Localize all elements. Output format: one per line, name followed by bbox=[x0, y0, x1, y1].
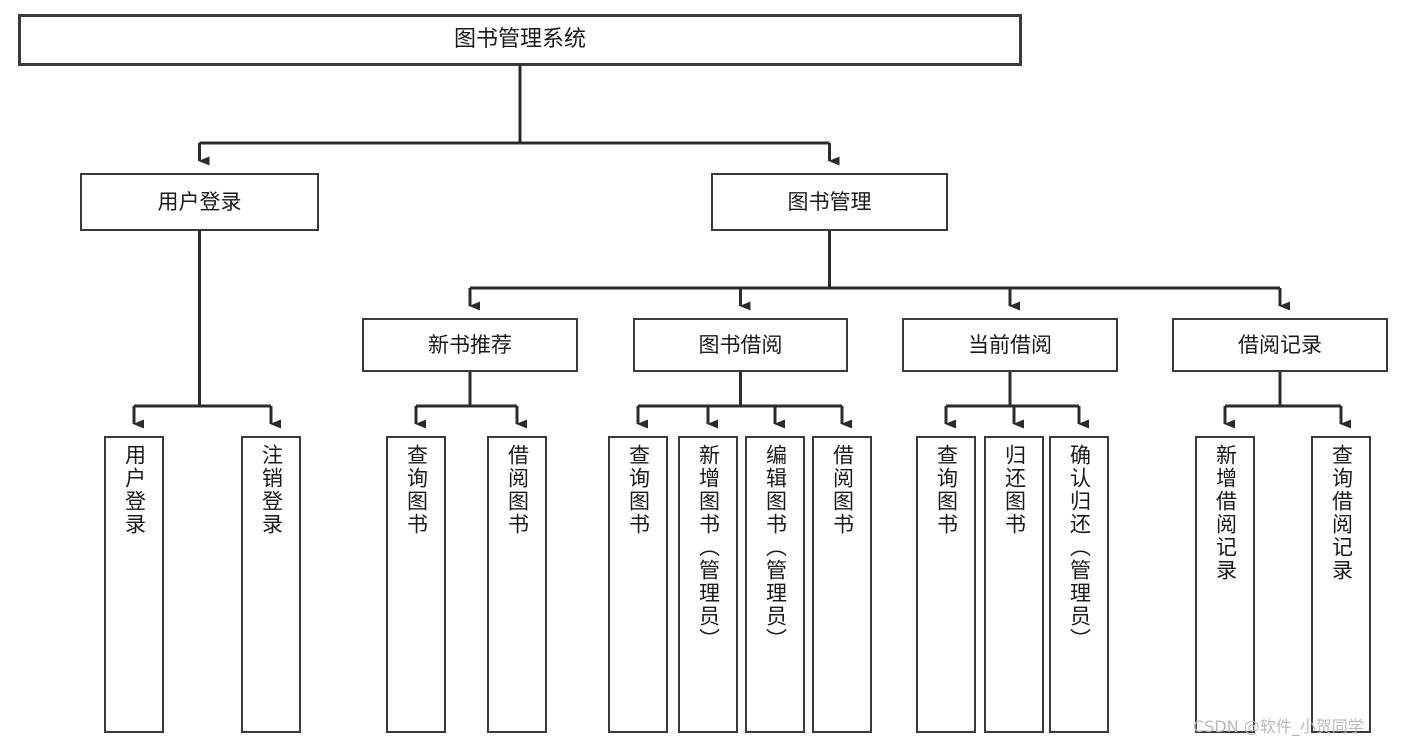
node-book-borrow[interactable]: 图书借阅 bbox=[633, 318, 848, 372]
node-book-manage[interactable]: 图书管理 bbox=[711, 173, 948, 231]
node-leaf-query-book-2[interactable]: 查询图书 bbox=[608, 436, 668, 733]
node-label: 借阅图书 bbox=[505, 444, 530, 536]
node-label: 归还图书 bbox=[1002, 444, 1027, 536]
node-label: 新增借阅记录 bbox=[1213, 444, 1238, 582]
node-leaf-user-login[interactable]: 用户登录 bbox=[104, 436, 164, 733]
node-label: 确认归还（管理员） bbox=[1067, 444, 1092, 651]
node-label: 查询图书 bbox=[934, 444, 959, 536]
node-borrow-record[interactable]: 借阅记录 bbox=[1172, 318, 1388, 372]
node-label: 查询图书 bbox=[404, 444, 429, 536]
node-leaf-return-book[interactable]: 归还图书 bbox=[984, 436, 1044, 733]
node-leaf-confirm-return[interactable]: 确认归还（管理员） bbox=[1049, 436, 1109, 733]
node-label: 编辑图书（管理员） bbox=[763, 444, 788, 651]
node-leaf-edit-book[interactable]: 编辑图书（管理员） bbox=[745, 436, 805, 733]
node-user-login[interactable]: 用户登录 bbox=[80, 173, 319, 231]
node-label: 新书推荐 bbox=[428, 332, 512, 357]
node-label: 用户登录 bbox=[157, 189, 242, 214]
node-leaf-add-book[interactable]: 新增图书（管理员） bbox=[678, 436, 738, 733]
node-leaf-query-book-3[interactable]: 查询图书 bbox=[916, 436, 976, 733]
node-leaf-add-record[interactable]: 新增借阅记录 bbox=[1195, 436, 1255, 733]
node-label: 当前借阅 bbox=[968, 332, 1052, 357]
node-leaf-borrow-book-1[interactable]: 借阅图书 bbox=[487, 436, 547, 733]
node-label: 借阅记录 bbox=[1238, 332, 1322, 357]
node-leaf-query-book-1[interactable]: 查询图书 bbox=[386, 436, 446, 733]
node-label: 新增图书（管理员） bbox=[696, 444, 721, 651]
node-label: 查询借阅记录 bbox=[1329, 444, 1354, 582]
node-leaf-logout[interactable]: 注销登录 bbox=[241, 436, 301, 733]
node-label: 注销登录 bbox=[259, 444, 284, 536]
node-label: 图书管理 bbox=[787, 189, 872, 214]
node-label: 图书管理系统 bbox=[453, 27, 586, 53]
node-label: 借阅图书 bbox=[830, 444, 855, 536]
node-label: 用户登录 bbox=[122, 444, 147, 536]
node-leaf-query-record[interactable]: 查询借阅记录 bbox=[1311, 436, 1371, 733]
node-leaf-borrow-book-2[interactable]: 借阅图书 bbox=[812, 436, 872, 733]
node-current-borrow[interactable]: 当前借阅 bbox=[902, 318, 1118, 372]
node-label: 查询图书 bbox=[626, 444, 651, 536]
node-root[interactable]: 图书管理系统 bbox=[18, 14, 1022, 66]
connector-group bbox=[132, 66, 1351, 429]
node-new-book-rec[interactable]: 新书推荐 bbox=[362, 318, 578, 372]
node-label: 图书借阅 bbox=[698, 332, 783, 357]
